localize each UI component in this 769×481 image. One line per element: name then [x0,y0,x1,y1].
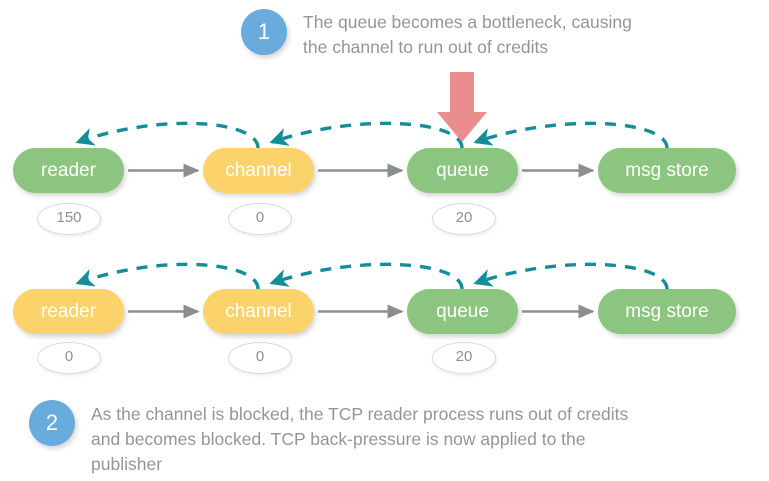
credit-arc-msgstore-to-queue [473,262,669,290]
credit-arc-channel-to-reader [75,121,260,149]
node-reader-row1[interactable]: reader [13,148,124,193]
credit-arc-queue-to-channel [269,262,464,290]
node-channel-row1[interactable]: channel [203,148,314,193]
node-reader-row2[interactable]: reader [13,289,124,334]
credit-arc-msgstore-to-queue [473,121,669,149]
node-queue-row2[interactable]: queue [407,289,518,334]
credit-pill-channel-row1: 0 [228,203,292,235]
row-2-credit-arcs [75,262,669,290]
credit-pill-reader-row1: 150 [37,203,101,235]
credit-pill-queue-row2: 20 [432,342,496,374]
step-badge-1: 1 [241,9,287,55]
callout-text-2: As the channel is blocked, the TCP reade… [91,404,629,474]
node-msg-store-row2[interactable]: msg store [598,289,736,334]
pipeline-row-1: reader channel queue msg store 150 0 20 [0,148,769,235]
step-badge-2: 2 [29,400,75,446]
red-down-arrow-icon [437,72,487,142]
node-queue-row1[interactable]: queue [407,148,518,193]
credit-pill-queue-row1: 20 [432,203,496,235]
credit-pill-reader-row2: 0 [37,342,101,374]
node-channel-row2[interactable]: channel [203,289,314,334]
callout-step-1: 1 The queue becomes a bottleneck, causin… [241,9,632,60]
credit-arc-queue-to-channel [269,121,464,149]
callout-step-2: 2 As the channel is blocked, the TCP rea… [29,400,628,477]
callout-text-1: The queue becomes a bottleneck, causing … [303,12,632,57]
credit-arc-channel-to-reader [75,262,260,290]
node-msg-store-row1[interactable]: msg store [598,148,736,193]
pipeline-row-2: reader channel queue msg store 0 0 20 [0,289,769,374]
row-1-credit-arcs [75,121,669,149]
credit-pill-channel-row2: 0 [228,342,292,374]
